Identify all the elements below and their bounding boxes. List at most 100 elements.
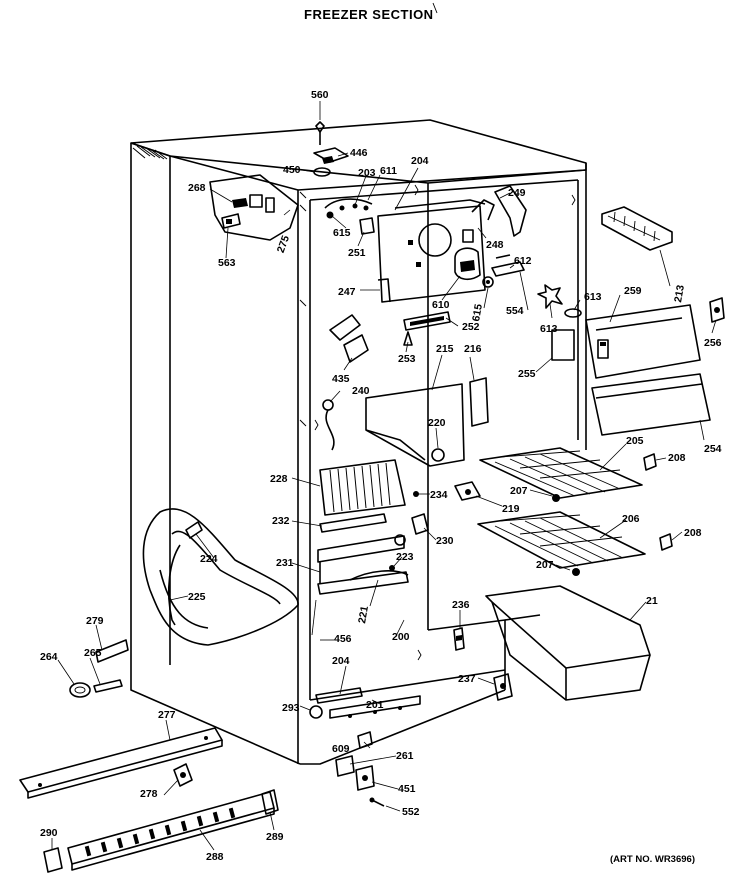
label-205: 205: [626, 435, 644, 447]
part-451-hinge-pin: [355, 765, 375, 791]
part-201-trim: [329, 695, 421, 719]
part-279-plate: [95, 639, 129, 663]
part-254-shelf-front: [591, 373, 711, 436]
part-205-wire-shelf: [479, 447, 643, 499]
label-254: 254: [704, 443, 722, 455]
label-613: 613: [540, 323, 558, 335]
part-288-base-grille: [67, 791, 275, 871]
label-249: 249: [508, 187, 526, 199]
label-201: 201: [366, 699, 384, 711]
part-247-control-panel: [377, 199, 486, 303]
part-253-spacer: [403, 331, 413, 346]
label-259: 259: [624, 285, 642, 297]
part-203-thermostat-control: [324, 198, 375, 235]
label-248: 248: [486, 239, 504, 251]
part-225b-tube: [167, 544, 181, 626]
label-615a: 615: [333, 227, 351, 239]
label-278: 278: [140, 788, 158, 800]
label-253: 253: [398, 353, 416, 365]
label-451: 451: [398, 783, 416, 795]
part-232-bar: [319, 513, 387, 533]
label-230: 230: [436, 535, 454, 547]
label-268: 268: [188, 182, 206, 194]
part-264-caster: [69, 682, 91, 698]
part-207a-stud: [552, 494, 560, 502]
label-204: 204: [411, 155, 429, 167]
part-221-rail: [349, 570, 409, 581]
label-456: 456: [334, 633, 352, 645]
label-219: 219: [502, 503, 520, 515]
label-264: 264: [40, 651, 58, 663]
part-216-channel: [469, 377, 489, 427]
label-200: 200: [392, 631, 410, 643]
label-240: 240: [352, 385, 370, 397]
part-207b-stud: [572, 568, 580, 576]
label-450: 450: [283, 164, 301, 176]
art-number: (ART NO. WR3696): [610, 854, 695, 865]
part-252-duct: [403, 311, 451, 331]
label-277: 277: [158, 709, 176, 721]
part-275-light-shield: [209, 174, 299, 241]
part-256-clip: [709, 297, 725, 323]
part-277-base-rail: [19, 727, 223, 799]
part-610-fan-motor: [454, 247, 481, 281]
label-552: 552: [402, 806, 420, 818]
label-609: 609: [332, 743, 350, 755]
label-611: 611: [380, 165, 397, 177]
part-435-bracket: [329, 314, 369, 363]
part-613-grommet: [564, 308, 582, 318]
label-220: 220: [428, 417, 446, 429]
label-203: 203: [358, 167, 376, 179]
part-219-hinge: [454, 481, 481, 501]
part-215-evaporator-plate: [365, 383, 465, 467]
part-237-hinge: [493, 673, 513, 701]
part-615-grommet: [482, 276, 494, 288]
part-290-clip: [43, 847, 63, 873]
label-223: 223: [396, 551, 414, 563]
part-240-heater-wire: [322, 399, 335, 451]
title-mark: [432, 2, 438, 14]
label-612: 612: [514, 255, 532, 267]
part-293-screw: [309, 705, 323, 719]
label-288: 288: [206, 851, 224, 863]
label-290: 290: [40, 827, 58, 839]
label-256: 256: [704, 337, 722, 349]
label-563: 563: [218, 257, 236, 269]
label-224: 224: [200, 553, 218, 565]
label-228: 228: [270, 473, 288, 485]
label-560: 560: [311, 89, 329, 101]
part-612-bracket: [491, 254, 525, 277]
part-231-freezer-door: [317, 535, 409, 595]
label-237: 237: [458, 673, 476, 685]
part-289-clip: [261, 789, 279, 815]
label-446: 446: [350, 147, 368, 159]
label-207b: 207: [536, 559, 554, 571]
part-labels: 560 446 450 204 203 611 268 268 249 615 …: [40, 89, 722, 863]
part-446-hinge: [313, 147, 349, 164]
label-251: 251: [348, 247, 366, 259]
label-208a: 208: [668, 452, 686, 464]
part-249-bracket: [494, 185, 527, 237]
label-293: 293: [282, 702, 300, 714]
label-206: 206: [622, 513, 640, 525]
part-554-fan-blade: [537, 284, 563, 309]
label-255: 255: [518, 368, 536, 380]
leader-lines: [51, 101, 717, 851]
part-265-screw: [93, 679, 123, 693]
part-236-bracket: [453, 627, 465, 651]
label-215: 215: [436, 343, 454, 355]
label-261: 261: [396, 750, 414, 762]
label-265: 265: [84, 647, 102, 659]
label-613b: 613: [584, 291, 602, 303]
label-247: 247: [338, 286, 356, 298]
part-255-plate: [551, 329, 575, 361]
part-225-door-gasket: [142, 508, 299, 646]
label-236: 236: [452, 599, 470, 611]
part-228-evaporator-coil: [319, 459, 406, 516]
part-560-screw: [315, 121, 325, 145]
part-220-grommet: [431, 448, 445, 462]
label-225: 225: [188, 591, 206, 603]
part-223-screw: [389, 565, 395, 571]
part-208b-support: [659, 533, 673, 551]
